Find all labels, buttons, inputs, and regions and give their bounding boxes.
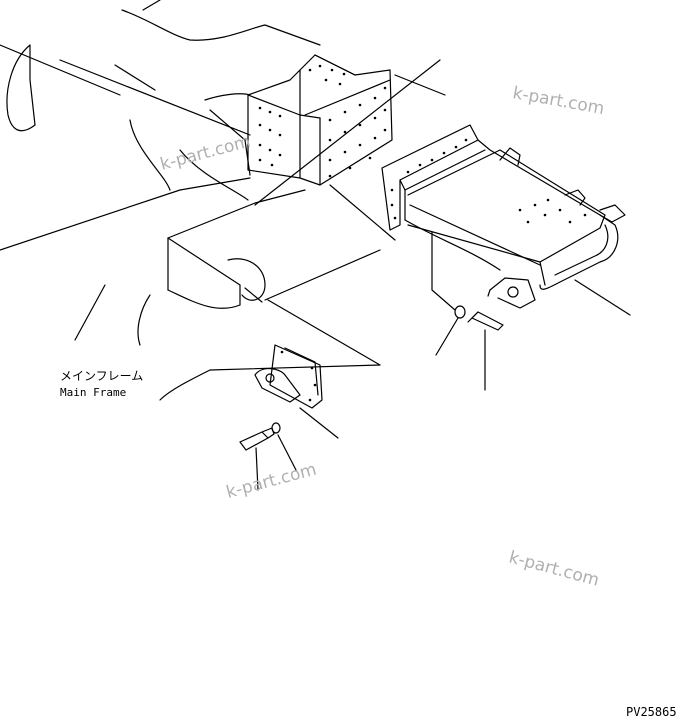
main-frame-label-jp: メインフレーム <box>60 369 143 383</box>
bracket-assembly <box>254 344 339 439</box>
watermark-3: k-part.com <box>224 460 319 503</box>
main-frame-label-en: Main Frame <box>60 386 126 399</box>
drawing-code: PV25865 <box>626 705 677 719</box>
frame-end-box <box>247 54 393 186</box>
tray-assembly <box>381 124 631 316</box>
watermark-1: k-part.com <box>158 132 253 175</box>
bolt-washer-left <box>239 422 297 491</box>
bolt-washer-right <box>431 231 504 391</box>
main-frame-drawing <box>0 0 446 401</box>
watermark-4: k-part.com <box>507 548 602 591</box>
watermark-2: k-part.com <box>511 83 606 119</box>
